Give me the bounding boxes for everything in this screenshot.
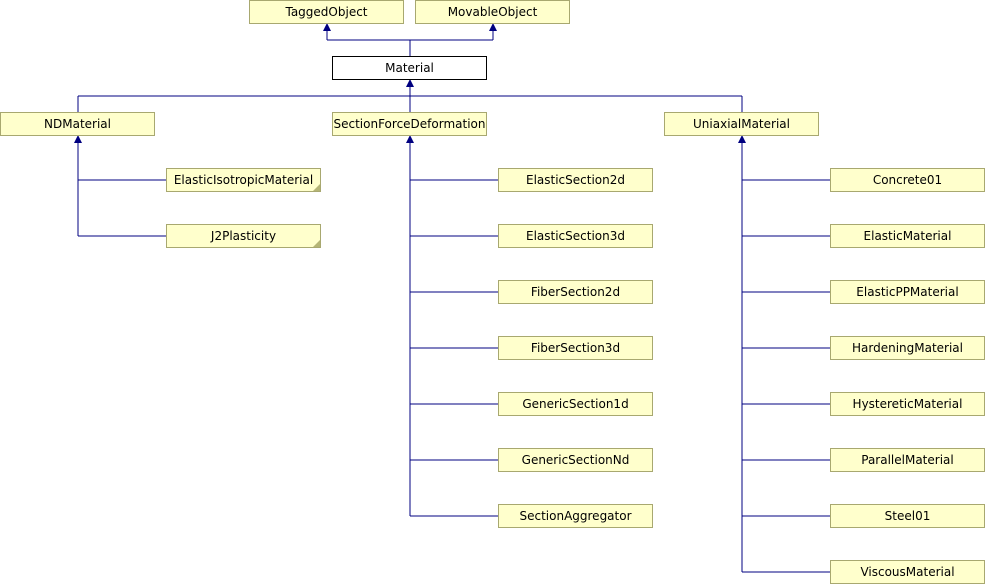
node-fiber-section-2d[interactable]: FiberSection2d — [498, 280, 653, 304]
node-fiber-section-3d[interactable]: FiberSection3d — [498, 336, 653, 360]
node-viscous-material[interactable]: ViscousMaterial — [830, 560, 985, 584]
node-steel01[interactable]: Steel01 — [830, 504, 985, 528]
node-section-aggregator[interactable]: SectionAggregator — [498, 504, 653, 528]
node-uniaxial-material[interactable]: UniaxialMaterial — [664, 112, 819, 136]
node-nd-material[interactable]: NDMaterial — [0, 112, 155, 136]
node-generic-section-nd[interactable]: GenericSectionNd — [498, 448, 653, 472]
node-j2-plasticity[interactable]: J2Plasticity — [166, 224, 321, 248]
node-elastic-pp-material[interactable]: ElasticPPMaterial — [830, 280, 985, 304]
node-hysteretic-material[interactable]: HystereticMaterial — [830, 392, 985, 416]
node-hardening-material[interactable]: HardeningMaterial — [830, 336, 985, 360]
node-section-force-deformation[interactable]: SectionForceDeformation — [332, 112, 487, 136]
node-tagged-object[interactable]: TaggedObject — [249, 0, 404, 24]
node-generic-section-1d[interactable]: GenericSection1d — [498, 392, 653, 416]
node-elastic-section-3d[interactable]: ElasticSection3d — [498, 224, 653, 248]
node-concrete01[interactable]: Concrete01 — [830, 168, 985, 192]
node-elastic-isotropic-material[interactable]: ElasticIsotropicMaterial — [166, 168, 321, 192]
node-parallel-material[interactable]: ParallelMaterial — [830, 448, 985, 472]
node-material[interactable]: Material — [332, 56, 487, 80]
node-elastic-material[interactable]: ElasticMaterial — [830, 224, 985, 248]
node-movable-object[interactable]: MovableObject — [415, 0, 570, 24]
node-elastic-section-2d[interactable]: ElasticSection2d — [498, 168, 653, 192]
